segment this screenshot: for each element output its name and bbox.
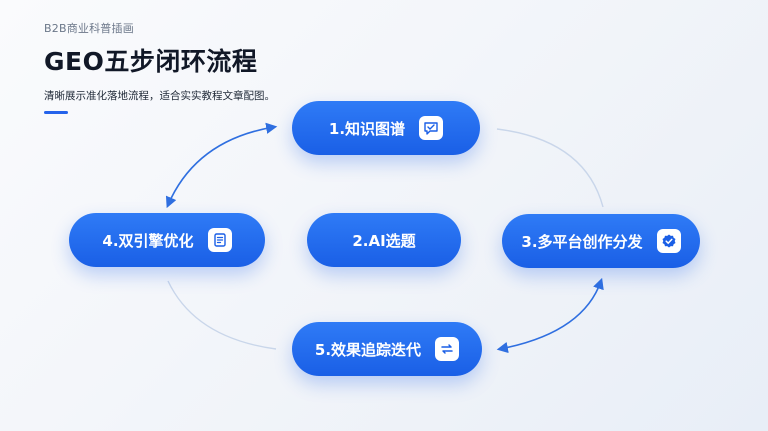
chat-check-icon xyxy=(419,116,444,140)
badge-check-icon xyxy=(656,229,681,253)
flow-arrows-icon xyxy=(435,337,460,361)
step-1-label: 1.知识图谱 xyxy=(328,119,406,138)
step-node-1[interactable]: 1.知识图谱 xyxy=(292,101,480,155)
accent-bar xyxy=(44,111,68,114)
page-title: GEO五步闭环流程 xyxy=(44,47,258,76)
page-subtitle: 清晰展示准化落地流程，适合实实教程文章配图。 xyxy=(44,90,275,102)
step-node-4[interactable]: 4.双引擎优化 xyxy=(69,213,265,267)
step-2-label: 2.AI选题 xyxy=(352,231,416,250)
arrow-3-to-5 xyxy=(496,277,604,354)
eyebrow-label: B2B商业科普插画 xyxy=(44,22,134,35)
step-node-5[interactable]: 5.效果追踪迭代 xyxy=(292,322,482,376)
step-5-label: 5.效果追踪迭代 xyxy=(314,340,422,359)
step-3-label: 3.多平台创作分发 xyxy=(521,232,643,251)
step-4-label: 4.双引擎优化 xyxy=(102,231,194,250)
line-4-to-5 xyxy=(167,280,277,350)
step-node-3[interactable]: 3.多平台创作分发 xyxy=(502,214,700,268)
arrow-1-to-4 xyxy=(165,122,278,209)
step-node-2[interactable]: 2.AI选题 xyxy=(307,213,461,267)
line-1-to-3 xyxy=(496,128,604,208)
header: B2B商业科普插画 GEO五步闭环流程 清晰展示准化落地流程，适合实实教程文章配… xyxy=(44,20,275,114)
document-icon xyxy=(207,228,232,252)
